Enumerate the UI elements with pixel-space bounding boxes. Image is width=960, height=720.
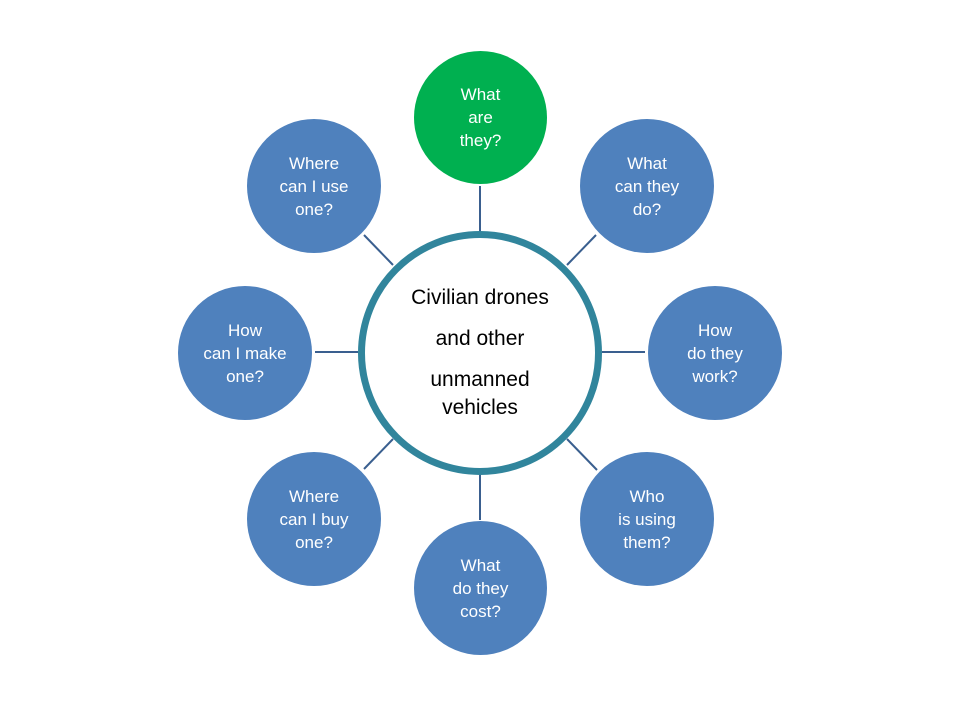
connector-bottom-left: [363, 438, 394, 470]
node-line: can they: [614, 176, 680, 196]
node-where-can-i-buy-one: Where can I buy one?: [247, 452, 381, 586]
node-line: can I buy: [279, 509, 349, 529]
node-where-can-i-use-one: Where can I use one?: [247, 119, 381, 253]
center-line-1: Civilian drones: [411, 286, 549, 309]
node-line: What: [627, 153, 667, 173]
node-line: work?: [692, 366, 738, 386]
node-line: can I make: [203, 343, 287, 363]
node-line: can I use: [279, 176, 349, 196]
node-line: are: [468, 108, 493, 127]
node-line: What: [460, 85, 501, 104]
node-line: How: [227, 320, 262, 340]
node-line: do?: [632, 199, 662, 219]
node-line: one?: [295, 532, 333, 552]
node-line: one?: [226, 366, 264, 386]
connector-bottom-right: [566, 438, 598, 471]
node-line: Who: [629, 486, 665, 506]
node-line: What: [460, 555, 501, 575]
node-what-do-they-cost: What do they cost?: [414, 521, 547, 655]
central-topic: Civilian drones and other unmanned vehic…: [358, 231, 602, 475]
node-line: them?: [623, 532, 671, 552]
node-line: is using: [618, 509, 676, 529]
node-line: one?: [295, 199, 333, 219]
node-how-can-i-make-one: How can I make one?: [178, 286, 312, 420]
center-line-3: unmanned: [430, 368, 530, 391]
node-line: they?: [459, 131, 502, 150]
node-what-can-they-do: What can they do?: [580, 119, 714, 253]
node-line: cost?: [460, 601, 501, 621]
connector-top-right: [566, 234, 597, 266]
node-line: How: [697, 320, 732, 340]
center-line-2: and other: [435, 327, 525, 350]
node-line: do they: [452, 578, 509, 598]
node-what-are-they: What are they?: [414, 51, 547, 184]
node-line: Where: [288, 153, 340, 173]
node-how-do-they-work: How do they work?: [648, 286, 782, 420]
connector-top-left: [363, 234, 394, 266]
center-line-4: vehicles: [442, 396, 518, 419]
node-line: do they: [687, 343, 743, 363]
node-line: Where: [288, 486, 340, 506]
node-who-is-using-them: Who is using them?: [580, 452, 714, 586]
